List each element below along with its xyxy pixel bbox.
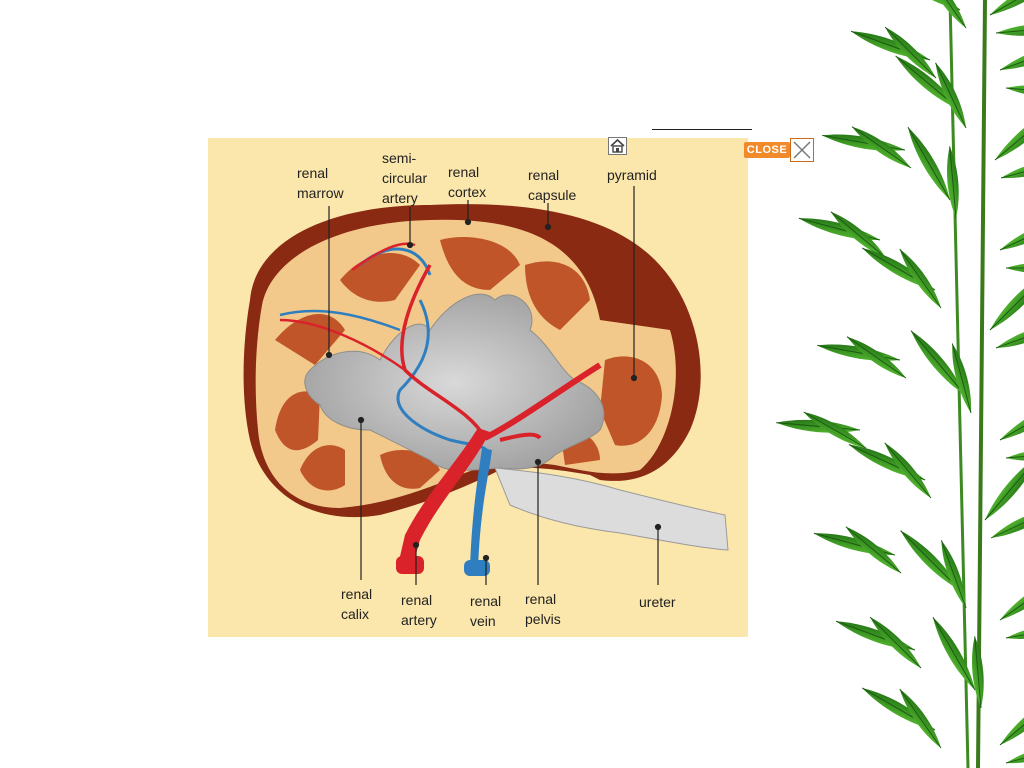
home-icon [608,137,627,155]
renal-vein-shape [470,448,492,572]
bamboo-leaf [1005,82,1024,101]
label-renal-calix: renal calix [341,586,376,622]
label-pyramid: pyramid [607,167,657,183]
close-button[interactable]: CLOSE [744,138,817,164]
bamboo-leaf [995,686,1024,750]
bamboo-leaf [968,635,987,709]
bamboo-leaf [986,0,1024,21]
home-button[interactable] [608,137,627,155]
bamboo-leaf [841,522,905,578]
bamboo-leaf [995,20,1024,39]
bamboo-leaf [943,145,962,219]
bamboo-leaf [997,35,1024,77]
label-renal-marrow: renal marrow [297,165,345,201]
diagram-labels: renal marrow semi- circular artery renal… [297,150,676,629]
bamboo-leaf [865,612,926,673]
close-x-icon [790,138,814,162]
bamboo-leaf [919,0,971,32]
bamboo-decoration [775,0,1024,768]
bamboo-leaf [985,265,1024,335]
bamboo-leaf [996,566,1024,626]
close-label: CLOSE [744,142,790,158]
bamboo-leaf [1004,738,1024,768]
bamboo-leaf [996,392,1024,446]
label-renal-cortex: renal cortex [448,164,486,200]
kidney-illustration [243,204,729,576]
renal-artery-shape [398,428,490,568]
label-renal-pelvis: renal pelvis [525,591,561,627]
bamboo-leaf [1005,262,1024,274]
bamboo-leaf [927,613,981,694]
bamboo-leaf [997,208,1024,256]
bamboo-leaf [894,685,946,752]
bamboo-leaf [1005,445,1024,464]
bamboo-leaf [902,123,956,204]
top-underline [652,129,752,130]
bamboo-leaf [990,101,1024,165]
label-semicircular-artery: semi- circular artery [382,150,431,206]
label-renal-capsule: renal capsule [528,167,576,203]
ureter-shape [494,467,729,551]
bamboo-leaf [1004,619,1024,644]
label-renal-artery: renal artery [401,592,437,628]
bamboo-leaf [894,245,946,312]
bamboo-leaf [980,451,1024,525]
label-renal-vein: renal vein [470,593,505,629]
bamboo-leaf [880,438,936,502]
bamboo-leaf [999,153,1024,184]
label-ureter: ureter [639,594,676,610]
leader-lines [325,186,662,585]
